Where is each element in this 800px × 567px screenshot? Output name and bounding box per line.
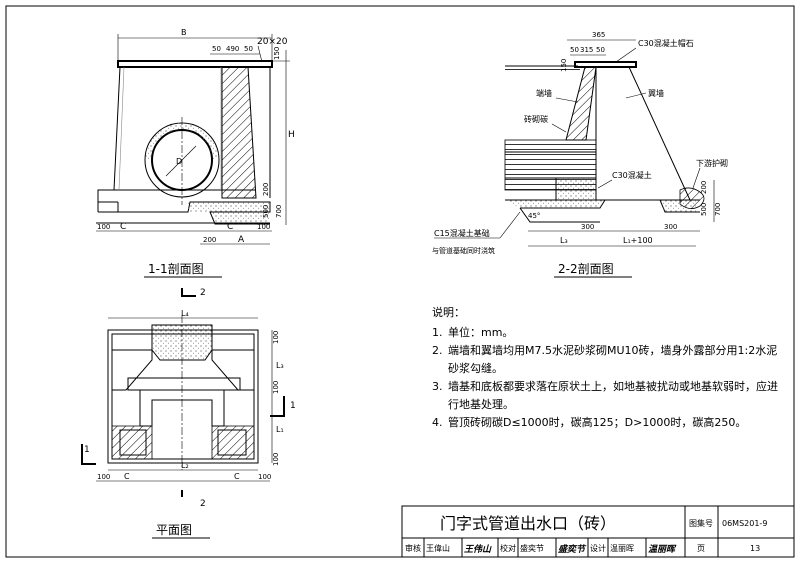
svg-text:50: 50 (212, 45, 221, 53)
svg-text:150: 150 (273, 47, 281, 60)
svg-text:300: 300 (581, 223, 594, 231)
sheet-border (5, 5, 795, 558)
section-1-1: D B 50 490 50 20×20 150 H 200 500 700 10… (96, 28, 295, 278)
svg-text:300: 300 (664, 223, 677, 231)
reviewer-signature: 王伟山 (464, 544, 492, 555)
section-2-2: 365 50 315 50 150 200 500 700 300 300 L₃… (432, 31, 728, 278)
svg-text:2: 2 (200, 288, 206, 298)
svg-text:L₁+100: L₁+100 (623, 236, 653, 245)
svg-text:温丽晖: 温丽晖 (610, 544, 634, 553)
svg-text:365: 365 (592, 31, 605, 39)
cap-stone-2 (574, 61, 637, 68)
section-1-1-title: 1-1剖面图 (148, 262, 204, 276)
svg-text:100: 100 (97, 223, 110, 231)
plan-view: 2 2 1 1 L₄ 100 L₃ 100 L₁ 100 L₂ 100 C C … (81, 288, 296, 539)
title-block: 门字式管道出水口（砖） 图集号 06MS201-9 审核 王偉山 王伟山 校对 … (401, 505, 795, 558)
notes-block: 说明： 1.单位：mm。 2.端墙和翼墙均用M7.5水泥砂浆砌MU10砖，墙身外… (432, 304, 782, 432)
svg-text:20×20: 20×20 (257, 37, 288, 47)
svg-text:150: 150 (560, 59, 568, 72)
designer-signature: 温丽晖 (648, 544, 677, 555)
svg-text:100: 100 (97, 473, 110, 481)
svg-text:图集号: 图集号 (689, 518, 713, 528)
svg-text:L₃: L₃ (560, 236, 568, 245)
svg-text:翼墙: 翼墙 (648, 88, 664, 98)
note-item: 2.端墙和翼墙均用M7.5水泥砂浆砌MU10砖，墙身外露部分用1:2水泥砂浆勾缝… (432, 344, 778, 375)
svg-text:2: 2 (200, 499, 206, 509)
svg-text:C15混凝土基础: C15混凝土基础 (434, 228, 490, 238)
svg-text:L₃: L₃ (276, 361, 284, 370)
svg-text:C30混凝土帽石: C30混凝土帽石 (638, 38, 694, 48)
svg-text:100: 100 (258, 473, 271, 481)
checker-signature: 盛奕节 (558, 544, 587, 555)
svg-text:端墙: 端墙 (536, 88, 552, 98)
svg-text:50: 50 (244, 45, 253, 53)
svg-text:315: 315 (580, 46, 593, 54)
svg-text:50: 50 (570, 46, 579, 54)
svg-text:06MS201-9: 06MS201-9 (722, 519, 767, 528)
note-item: 3.墙基和底板都要求落在原状土上，如地基被扰动或地基软弱时，应进行地基处理。 (432, 380, 778, 411)
svg-text:100: 100 (272, 381, 280, 394)
svg-text:A: A (238, 235, 245, 245)
svg-text:200: 200 (262, 183, 270, 196)
svg-text:C: C (124, 472, 130, 481)
svg-text:校对: 校对 (500, 543, 516, 553)
svg-text:45°: 45° (528, 212, 540, 220)
svg-text:500: 500 (700, 203, 708, 216)
svg-text:200: 200 (700, 181, 708, 194)
svg-text:100: 100 (272, 331, 280, 344)
svg-text:1: 1 (84, 445, 90, 455)
svg-text:L₁: L₁ (276, 425, 284, 434)
end-wall-2 (565, 66, 597, 141)
svg-text:盛奕节: 盛奕节 (520, 543, 544, 553)
svg-text:下游护砌: 下游护砌 (696, 158, 728, 168)
svg-text:700: 700 (714, 203, 722, 216)
notes-heading: 说明： (432, 306, 465, 319)
plan-title: 平面图 (156, 523, 192, 537)
drawing-title: 门字式管道出水口（砖） (440, 514, 616, 533)
svg-text:审核: 审核 (405, 543, 421, 553)
svg-text:100: 100 (257, 223, 270, 231)
svg-text:C30混凝土: C30混凝土 (612, 170, 652, 180)
cap-stone-1 (117, 60, 273, 68)
svg-text:700: 700 (275, 205, 283, 218)
svg-text:L₂: L₂ (181, 461, 189, 470)
svg-text:50: 50 (596, 46, 605, 54)
note-item: 1.单位：mm。 (432, 326, 514, 339)
svg-text:200: 200 (203, 236, 216, 244)
svg-text:13: 13 (750, 544, 760, 553)
section-2-2-title: 2-2剖面图 (558, 262, 614, 276)
svg-text:C: C (234, 472, 240, 481)
svg-text:与管道基础同时浇筑: 与管道基础同时浇筑 (432, 246, 495, 255)
svg-text:设计: 设计 (590, 543, 606, 553)
end-wall-hatch (221, 66, 257, 199)
svg-text:1: 1 (290, 401, 296, 411)
svg-text:页: 页 (697, 544, 705, 553)
svg-text:B: B (181, 28, 187, 37)
svg-text:500: 500 (262, 205, 270, 218)
svg-text:王偉山: 王偉山 (426, 543, 450, 553)
pipe-diameter-label: D (176, 157, 182, 166)
svg-text:C: C (120, 222, 126, 232)
svg-text:L₄: L₄ (181, 309, 189, 318)
svg-text:H: H (288, 130, 295, 140)
note-item: 4.管顶砖砌碳D≤1000时，碳高125；D>1000时，碳高250。 (432, 416, 747, 429)
svg-text:490: 490 (226, 45, 239, 53)
svg-text:砖砌碳: 砖砌碳 (524, 114, 548, 124)
svg-text:100: 100 (272, 453, 280, 466)
svg-text:C: C (227, 222, 233, 232)
wing-wall-outline (596, 66, 691, 201)
